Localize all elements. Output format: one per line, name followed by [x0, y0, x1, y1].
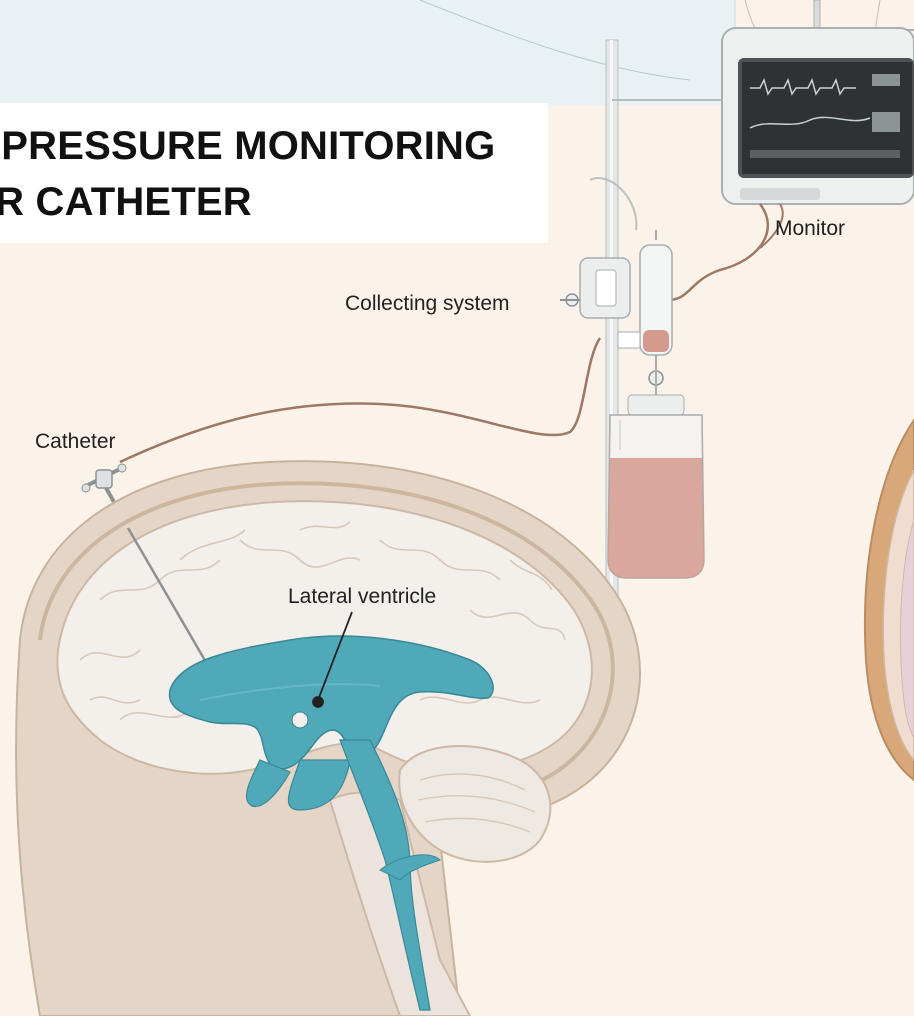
- body-profile: [865, 420, 914, 780]
- page-title-line-1: L PRESSURE MONITORING: [0, 124, 495, 169]
- sky-panel: [0, 0, 735, 105]
- label-catheter: Catheter: [35, 430, 116, 454]
- monitor-tubing: [668, 204, 768, 300]
- page-title-line-2: AR CATHETER: [0, 180, 252, 225]
- label-collecting-system: Collecting system: [345, 292, 510, 316]
- drainage-bag: [608, 395, 704, 578]
- catheter-tubing: [120, 338, 600, 462]
- monitor-device: [722, 28, 914, 248]
- label-monitor: Monitor: [775, 217, 845, 241]
- label-lateral-ventricle: Lateral ventricle: [288, 585, 436, 609]
